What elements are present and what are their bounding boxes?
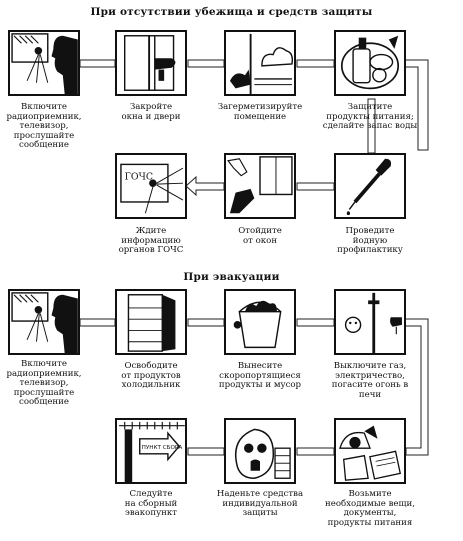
step-panel-food-water — [334, 30, 406, 96]
radio-tv-icon — [11, 292, 78, 353]
away-window-icon — [227, 156, 293, 214]
close-window-icon — [123, 35, 176, 91]
step-panel-radio-tv-2 — [8, 289, 80, 355]
seal-room-icon — [229, 33, 293, 94]
documents-bag-icon — [339, 425, 402, 481]
step-panel-trash — [224, 289, 296, 355]
radio-tv-icon — [11, 33, 78, 94]
step-panel-seal-room — [224, 30, 296, 96]
gas-off-icon — [344, 292, 402, 353]
step-panel-gas-mask — [224, 418, 296, 484]
assembly-sign-text: ПУНКТ СБОРА — [142, 445, 183, 451]
assembly-sign-icon: ПУНКТ СБОРА — [119, 421, 185, 482]
section-title-no-shelter: При отсутствии убежища и средств защиты — [90, 6, 373, 18]
step-panel-close-windows — [115, 30, 187, 96]
step-panel-documents — [334, 418, 406, 484]
food-water-icon — [340, 35, 400, 90]
step-panel-gochs: ГОЧС — [115, 153, 187, 219]
gochs-sign-text: ГОЧС — [125, 171, 153, 182]
gas-mask-icon — [234, 428, 291, 479]
step-panel-radio-tv — [8, 30, 80, 96]
step-panel-iodine — [334, 153, 406, 219]
step-panel-away-windows — [224, 153, 296, 219]
step-panel-fridge — [115, 289, 187, 355]
trash-bucket-icon — [233, 300, 282, 349]
fridge-icon — [127, 294, 176, 352]
section-title-evacuation: При эвакуации — [183, 271, 280, 283]
step-caption-gas-off: Выключите газ,электричество,погасите ого… — [331, 361, 409, 400]
gochs-tv-icon: ГОЧС — [120, 163, 184, 214]
step-panel-gas-off — [334, 289, 406, 355]
iodine-dropper-icon — [346, 158, 392, 216]
step-panel-assembly: ПУНКТ СБОРА — [115, 418, 187, 484]
